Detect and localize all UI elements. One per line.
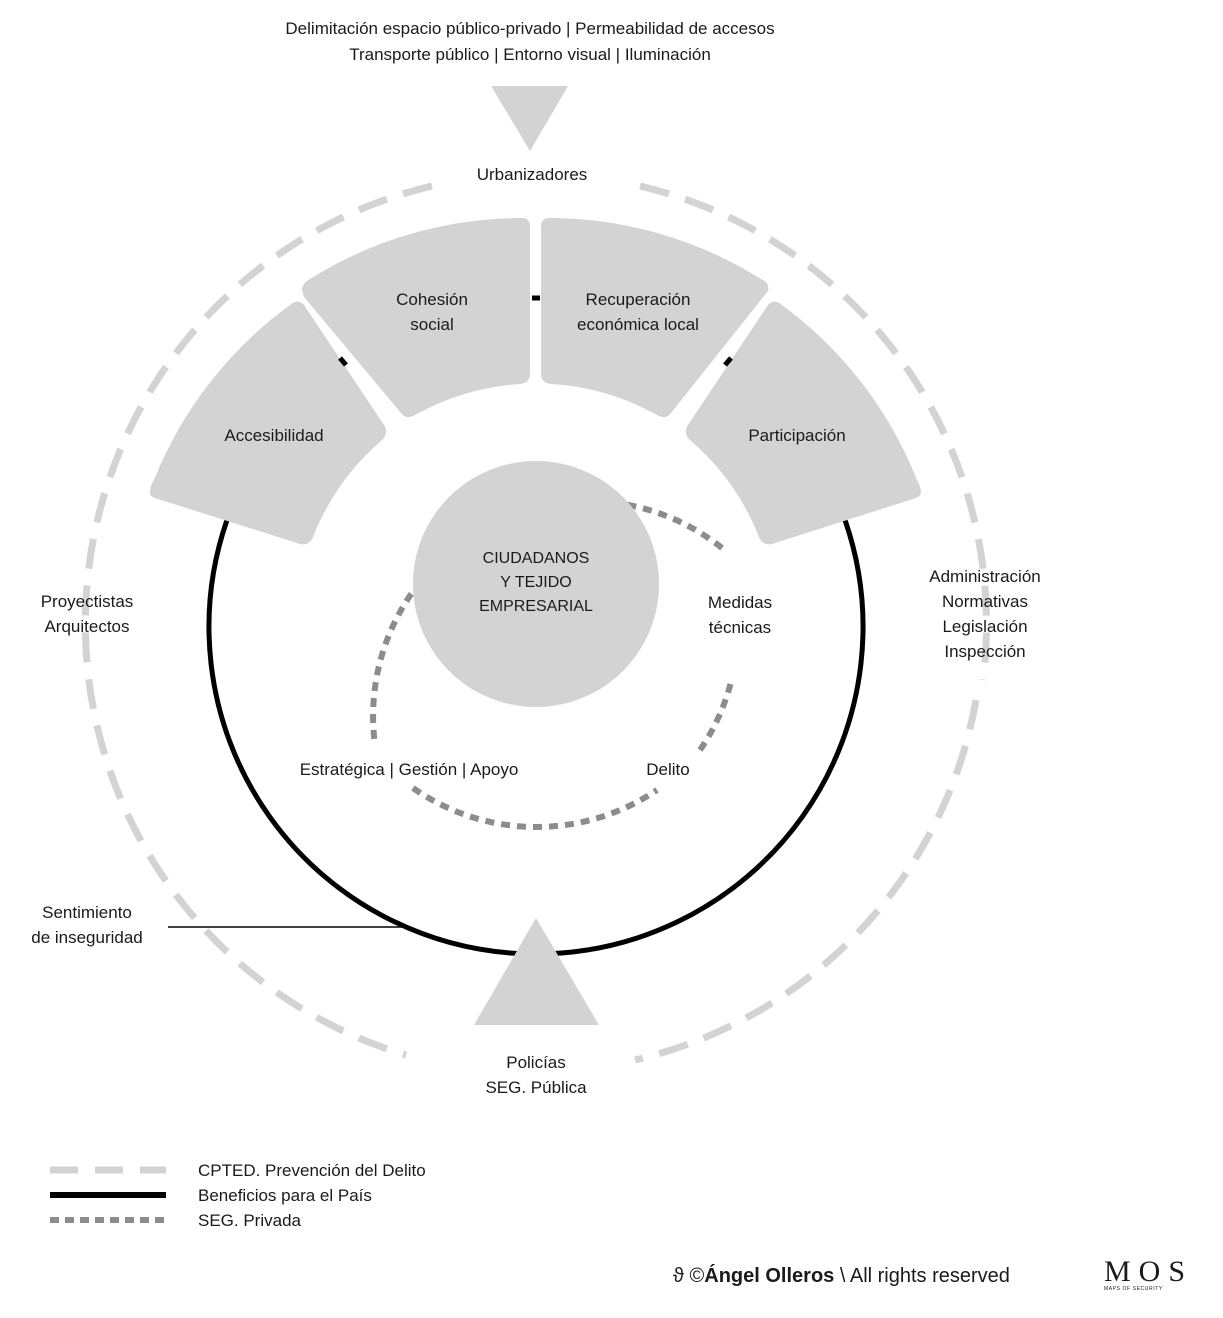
rights-text: All rights reserved xyxy=(849,1265,1010,1287)
segments xyxy=(150,217,921,545)
legend-label-beneficios: Beneficios para el País xyxy=(198,1186,372,1205)
center-line-3: EMPRESARIAL xyxy=(479,598,593,615)
segment-label-participacion: Participación xyxy=(748,426,846,445)
connector-ticks xyxy=(338,295,733,367)
sentimiento-line-1: Sentimiento xyxy=(42,903,132,922)
segment-recuperacion-line-1: Recuperación xyxy=(585,290,691,309)
segment-recuperacion xyxy=(541,217,769,418)
segment-label-accesibilidad: Accesibilidad xyxy=(224,426,324,445)
mos-logo-letters: MOS xyxy=(1104,1255,1194,1288)
credit-line: ϑ ©Ángel Olleros \ All rights reserved xyxy=(673,1265,1010,1288)
top-text-line-2: Transporte público | Entorno visual | Il… xyxy=(349,45,711,64)
legend-swatches xyxy=(50,1166,166,1223)
top-text-line-1: Delimitación espacio público-privado | P… xyxy=(285,19,775,38)
medidas-line-1: Medidas xyxy=(707,593,773,612)
segment-recuperacion-line-2: económica local xyxy=(577,315,699,334)
center-circle xyxy=(413,461,659,707)
segment-cohesion-line-1: Cohesión xyxy=(396,290,468,309)
actor-left-line-2: Arquitectos xyxy=(44,617,130,636)
actor-bottom-line-1: Policías xyxy=(506,1053,566,1072)
mos-logo-subtitle: MAPS OF SECURITY xyxy=(1104,1286,1163,1292)
actor-right-line-1: Administración xyxy=(929,567,1041,586)
sentimiento-label: Sentimiento de inseguridad xyxy=(31,900,143,950)
actor-bottom-line-2: SEG. Pública xyxy=(485,1078,587,1097)
legend-label-cpted: CPTED. Prevención del Delito xyxy=(198,1161,426,1180)
actor-urbanizadores: Urbanizadores xyxy=(476,165,588,184)
inner-dotted-ring xyxy=(370,498,734,830)
segment-cohesion xyxy=(302,217,530,418)
author-name: Ángel Olleros xyxy=(704,1265,835,1287)
actor-right-line-4: Inspección xyxy=(944,642,1026,661)
actor-right-line-2: Normativas xyxy=(942,592,1028,611)
sentimiento-line-2: de inseguridad xyxy=(31,928,143,947)
author-mark-icon: ϑ xyxy=(673,1265,684,1287)
center-label: CIUDADANOS Y TEJIDO EMPRESARIAL xyxy=(479,547,593,619)
medidas-line-2: técnicas xyxy=(708,618,772,637)
copyright-symbol: © xyxy=(689,1265,705,1287)
inner-label-delito: Delito xyxy=(646,760,690,779)
actor-left-line-1: Proyectistas xyxy=(40,592,134,611)
outer-dashed-ring xyxy=(81,182,990,1064)
legend-label-seg-privada: SEG. Privada xyxy=(198,1211,301,1230)
inner-label-medidas: Medidas técnicas xyxy=(708,590,772,640)
segment-participacion xyxy=(685,301,921,545)
inner-label-estrategica: Estratégica | Gestión | Apoyo xyxy=(299,760,519,779)
actor-right-line-3: Legislación xyxy=(942,617,1028,636)
segment-label-cohesion: Cohesión social xyxy=(396,287,468,337)
segment-label-recuperacion: Recuperación económica local xyxy=(577,287,699,337)
segment-cohesion-line-2: social xyxy=(410,315,454,334)
credit-separator: \ xyxy=(839,1265,846,1287)
actor-proyectistas: Proyectistas Arquitectos xyxy=(41,589,134,639)
mos-logo: MOS MAPS OF SECURITY xyxy=(1104,1255,1199,1293)
bottom-triangle xyxy=(474,918,599,1025)
center-line-2: Y TEJIDO xyxy=(500,574,572,591)
actor-administracion: Administración Normativas Legislación In… xyxy=(929,564,1041,664)
actor-policias: Policías SEG. Pública xyxy=(485,1050,586,1100)
segment-accesibilidad xyxy=(150,301,387,545)
center-line-1: CIUDADANOS xyxy=(482,550,590,567)
top-triangle xyxy=(491,86,568,151)
